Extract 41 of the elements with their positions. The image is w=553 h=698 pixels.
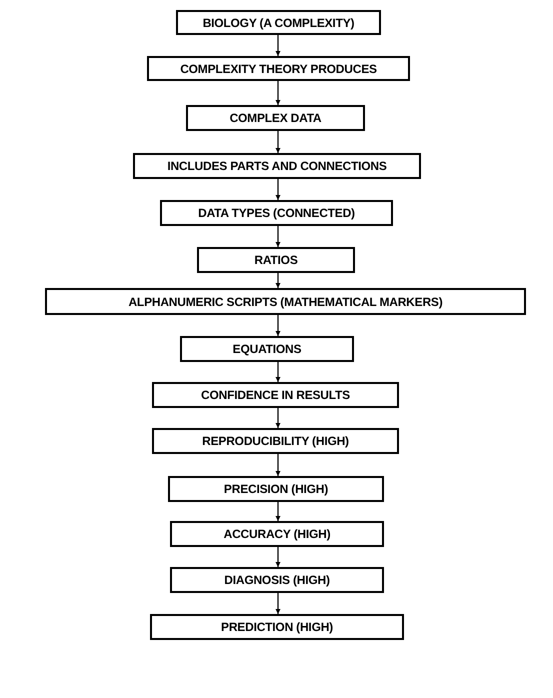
box-label: COMPLEXITY THEORY PRODUCES (180, 62, 377, 76)
arrow (276, 408, 280, 428)
arrow (276, 226, 280, 247)
process-box (147, 56, 410, 81)
arrow (276, 502, 280, 521)
process-box (152, 382, 399, 408)
process-box (176, 10, 381, 35)
process-box (197, 247, 355, 273)
arrow (276, 362, 280, 382)
box-label: ACCURACY (HIGH) (224, 527, 330, 541)
arrow (276, 454, 280, 476)
box-label: COMPLEX DATA (230, 111, 322, 125)
process-box (170, 567, 384, 593)
arrow (276, 315, 280, 336)
box-label: PRECISION (HIGH) (224, 482, 328, 496)
process-box (45, 288, 526, 315)
process-box (152, 428, 399, 454)
arrow (276, 547, 280, 567)
box-label: INCLUDES PARTS AND CONNECTIONS (167, 159, 387, 173)
arrow (276, 35, 280, 56)
box-label: RATIOS (254, 253, 298, 267)
arrow (276, 273, 280, 288)
process-box (150, 614, 404, 640)
arrow (276, 593, 280, 614)
box-label: CONFIDENCE IN RESULTS (201, 388, 350, 402)
box-label: DATA TYPES (CONNECTED) (198, 206, 355, 220)
box-label: BIOLOGY (A COMPLEXITY) (202, 16, 354, 30)
process-box (170, 521, 384, 547)
box-label: PREDICTION (HIGH) (221, 620, 333, 634)
box-label: REPRODUCIBILITY (HIGH) (202, 434, 349, 448)
process-box (133, 153, 421, 179)
process-box (160, 200, 393, 226)
arrow (276, 81, 280, 105)
arrow (276, 179, 280, 200)
process-box (186, 105, 365, 131)
process-box (180, 336, 354, 362)
box-label: ALPHANUMERIC SCRIPTS (MATHEMATICAL MARKERS) (128, 294, 443, 308)
box-label: DIAGNOSIS (HIGH) (224, 573, 330, 587)
arrow (276, 131, 280, 153)
process-box (168, 476, 384, 502)
box-label: EQUATIONS (232, 342, 302, 356)
